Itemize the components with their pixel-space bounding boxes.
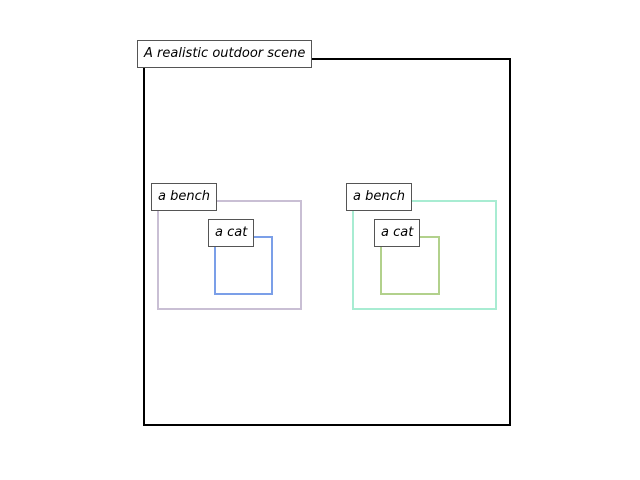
bench-label-left: a bench bbox=[151, 183, 217, 211]
scene-frame bbox=[143, 58, 511, 426]
cat-label-right: a cat bbox=[374, 219, 421, 247]
cat-label-left: a cat bbox=[208, 219, 255, 247]
bench-box-right bbox=[352, 200, 497, 310]
bench-label-right: a bench bbox=[346, 183, 412, 211]
scene-caption: A realistic outdoor scene bbox=[137, 40, 313, 68]
bench-box-left bbox=[157, 200, 302, 310]
